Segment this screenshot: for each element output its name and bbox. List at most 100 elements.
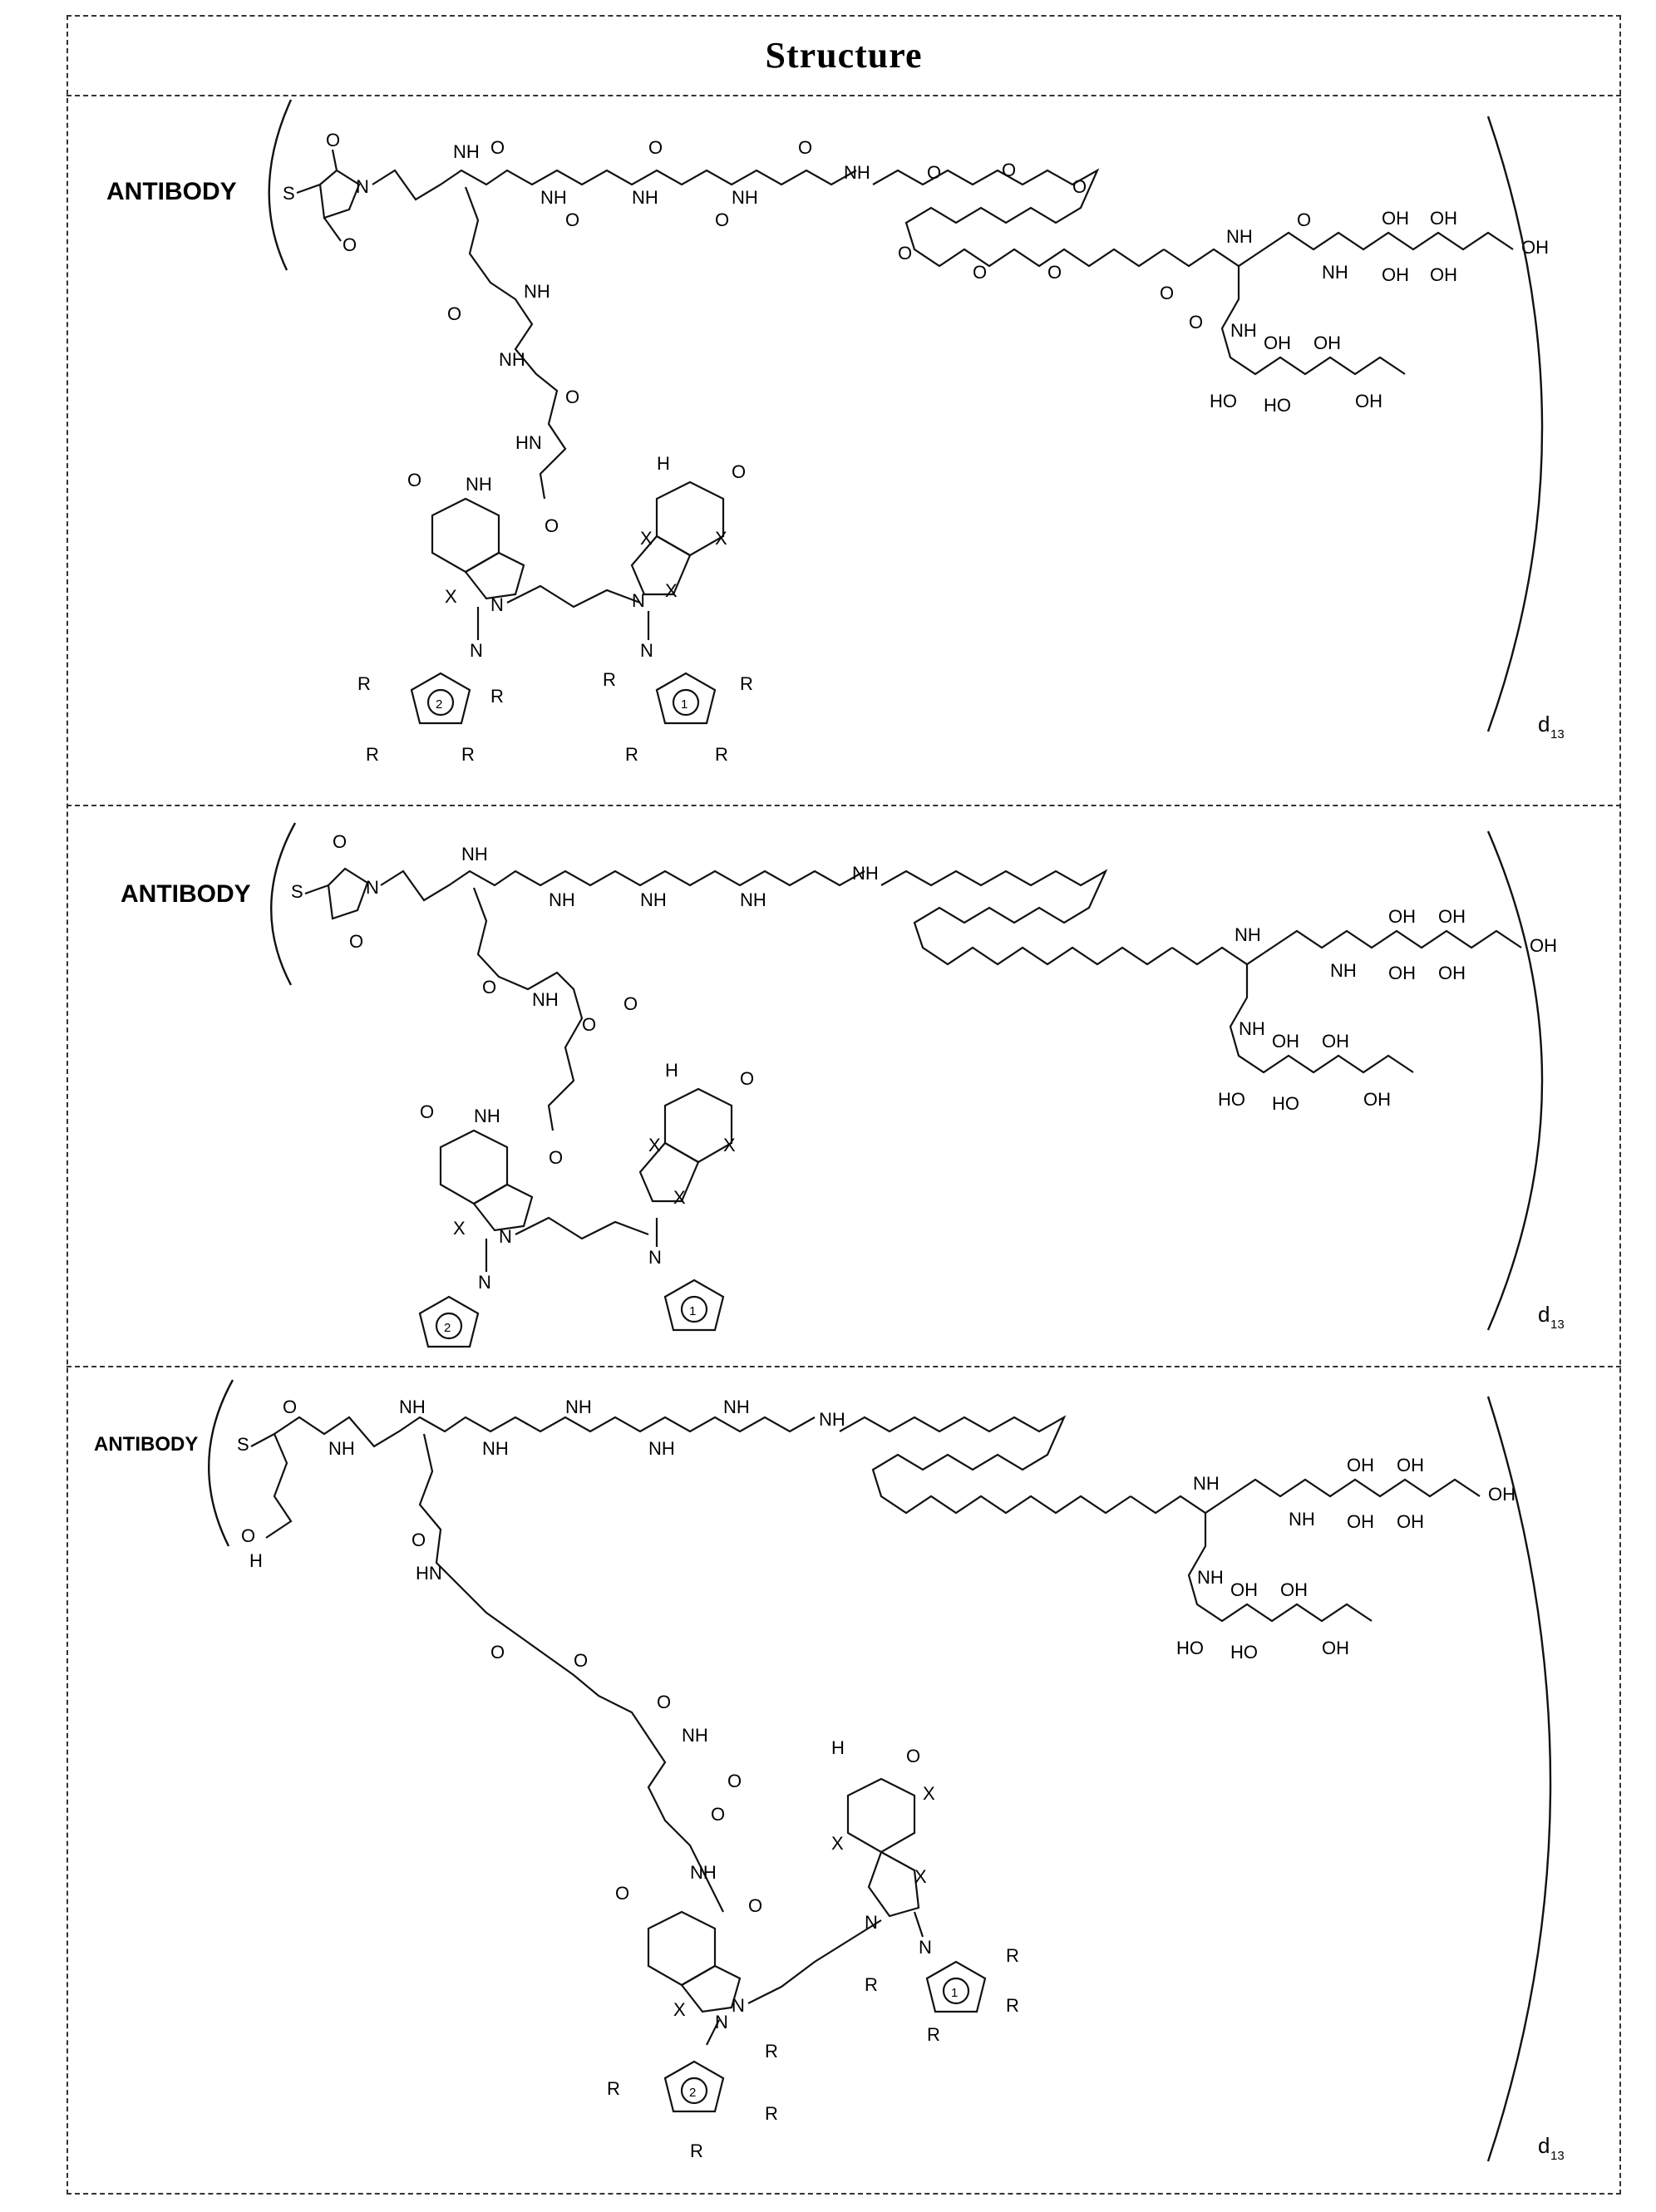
antibody-label: ANTIBODY — [106, 178, 237, 205]
r14-label: R — [1006, 1945, 1019, 1966]
oxygen-atom: O — [283, 1397, 297, 1417]
repeat-label: d — [1538, 2133, 1550, 2158]
repeat-subscript: 13 — [1550, 727, 1565, 741]
sulfur-atom: S — [283, 183, 295, 204]
nitrogen-atom: N — [366, 877, 379, 898]
hydroxyl: OH — [1355, 391, 1382, 411]
imine-n: N — [919, 1937, 932, 1958]
amide-nh2: NH — [690, 1862, 717, 1883]
nitrogen-atom: N — [865, 1912, 878, 1933]
rc1-label: R — [603, 669, 616, 690]
succinate-arm — [251, 1434, 291, 1538]
oxygen-atom: O — [798, 137, 812, 158]
oxygen-atom: O — [648, 137, 663, 158]
nh-atom: NH — [640, 889, 667, 910]
x7-label: X — [715, 528, 727, 549]
side-chain-peg — [420, 1434, 723, 1912]
benzo-ring-right — [848, 1779, 914, 1852]
right-parenthesis — [1488, 116, 1542, 732]
hydroxyl: OH — [1347, 1455, 1374, 1475]
left-parenthesis — [271, 823, 295, 985]
rc2-label: R — [490, 686, 504, 707]
rc2-label: R — [765, 2041, 778, 2062]
rc1-label: R — [865, 1974, 878, 1995]
r16-label: R — [607, 2078, 620, 2099]
x4-label: X — [453, 1218, 466, 1239]
nh-atom: NH — [1197, 1567, 1224, 1588]
nh-atom: NH — [648, 1438, 675, 1459]
peptide-backbone — [381, 871, 865, 900]
hydroxyl: HO — [1230, 1642, 1258, 1663]
peg-oxygen: O — [927, 162, 941, 183]
nh-atom: NH — [549, 889, 575, 910]
oxygen-atom: O — [326, 130, 340, 150]
nh-atom: NH — [1322, 262, 1348, 283]
nh-atom: NH — [682, 1725, 708, 1746]
r19-label: R — [1006, 1995, 1019, 2016]
nh-atom: NH — [1226, 226, 1253, 247]
amide-nh2: NH — [466, 474, 492, 495]
x6-label: X — [648, 1135, 661, 1155]
benzo-ring-right — [657, 482, 723, 555]
amide-h2n: H — [831, 1737, 845, 1758]
left-parenthesis — [209, 1380, 233, 1546]
butenyl-linker — [748, 1920, 881, 2003]
x4-label: X — [673, 1999, 686, 2020]
peg-chain — [840, 1417, 1131, 1513]
structure-2: ANTIBODY S O O N NH NH NH NH NH NH NH OH… — [121, 823, 1565, 1347]
hydroxyl: OH — [1272, 1031, 1299, 1052]
peg-oxygen: O — [1002, 160, 1016, 180]
nitrogen-atom: N — [732, 1995, 745, 2016]
amide-h2n: H — [657, 453, 670, 474]
nh-atom: NH — [632, 187, 658, 208]
hydroxyl: HO — [1210, 391, 1237, 411]
sulfur-atom: S — [291, 881, 303, 902]
r16-label: R — [357, 673, 371, 694]
hydroxyl: OH — [1397, 1455, 1424, 1475]
imine-n: N — [648, 1247, 662, 1268]
nh-atom: NH — [532, 989, 559, 1010]
imine-bond — [914, 1912, 923, 1937]
oxygen-atom: O — [623, 993, 638, 1014]
hn-atom: HN — [515, 432, 542, 453]
peptide-backbone — [274, 1417, 815, 1446]
hydroxyl: OH — [1280, 1579, 1308, 1600]
r17-label: R — [690, 2141, 703, 2161]
repeat-label: d — [1538, 1302, 1550, 1327]
repeat-label: d — [1538, 712, 1550, 737]
nh-atom: NH — [524, 281, 550, 302]
nh-atom: NH — [723, 1397, 750, 1417]
hydroxyl: OH — [1313, 333, 1341, 353]
nh-atom: NH — [1193, 1473, 1220, 1494]
imidazole-ring-right — [869, 1852, 919, 1916]
x3-label: X — [673, 1187, 686, 1208]
r15-label: R — [927, 2024, 940, 2045]
nh-atom: NH — [461, 844, 488, 865]
structure-1: ANTIBODY S O O N NH NH NH NH NH O O O O … — [106, 100, 1565, 765]
sugar-chain-upper — [1131, 1480, 1480, 1513]
hydroxyl: HO — [1218, 1089, 1245, 1110]
peg-chain — [881, 871, 1172, 964]
ring-1-number: 1 — [689, 1304, 696, 1318]
oxygen-atom: O — [582, 1014, 596, 1035]
imine-n: N — [470, 640, 483, 661]
oxygen-atom: O — [412, 1530, 426, 1550]
oxygen-atom: O — [1160, 283, 1174, 303]
right-parenthesis — [1488, 831, 1542, 1330]
butenyl-linker — [515, 1218, 648, 1239]
hydroxyl: OH — [1388, 963, 1416, 983]
peg-oxygen: O — [1047, 262, 1062, 283]
nh-atom: NH — [844, 162, 870, 183]
oxygen-atom: O — [740, 1068, 754, 1089]
oxygen-atom: O — [565, 209, 579, 230]
x3-label: X — [914, 1866, 927, 1887]
oxygen-atom: O — [407, 470, 421, 490]
nh-atom: NH — [399, 1397, 426, 1417]
peg-oxygen: O — [490, 1642, 505, 1663]
nh-atom: NH — [482, 1438, 509, 1459]
hydroxyl: OH — [1347, 1511, 1374, 1532]
hydroxyl: OH — [1382, 264, 1409, 285]
peg-chain — [873, 170, 1164, 266]
peg-oxygen: O — [574, 1650, 588, 1671]
nh-atom: NH — [740, 889, 766, 910]
